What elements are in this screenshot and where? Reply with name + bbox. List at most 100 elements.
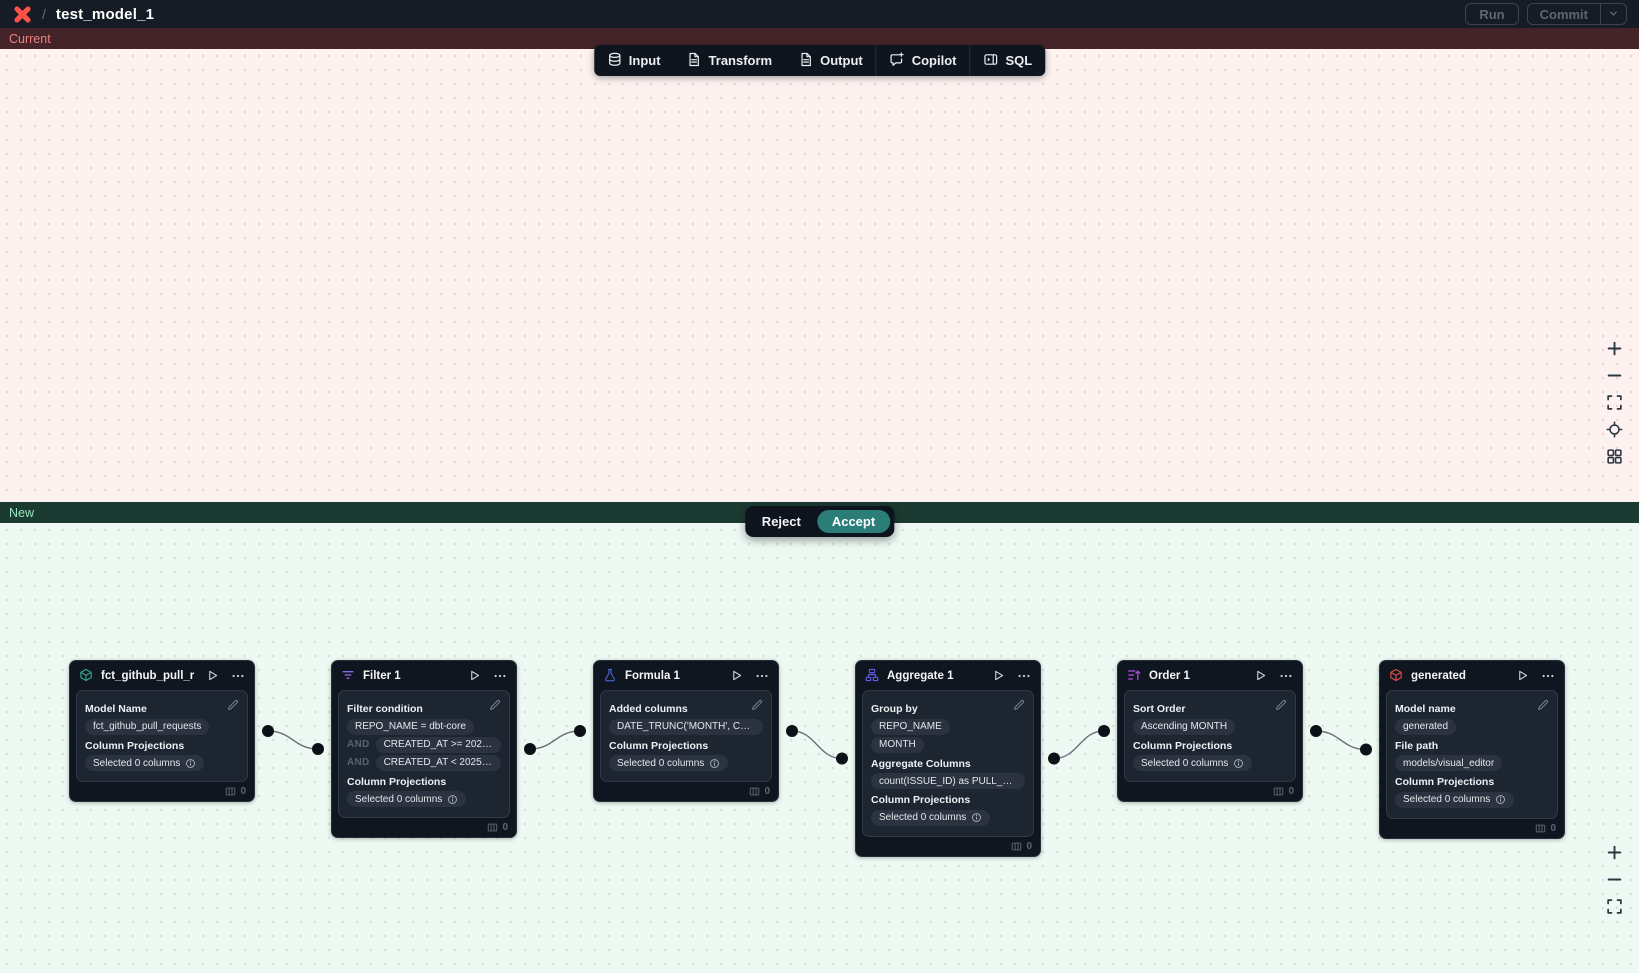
toolbar-item-output[interactable]: Output <box>785 45 876 76</box>
node-header: generated <box>1380 661 1564 690</box>
info-icon[interactable] <box>1495 794 1506 805</box>
node-run-button[interactable] <box>1254 669 1267 682</box>
value-pill[interactable]: Ascending MONTH <box>1133 718 1236 735</box>
node-run-button[interactable] <box>1516 669 1529 682</box>
value-pill[interactable]: models/visual_editor <box>1395 755 1503 772</box>
input-port[interactable] <box>574 725 586 737</box>
value-pill[interactable]: CREATED_AT >= 2024-12-01 <box>375 736 501 753</box>
accept-button[interactable]: Accept <box>816 510 891 533</box>
input-port[interactable] <box>1098 725 1110 737</box>
commit-dropdown-button[interactable] <box>1601 4 1626 24</box>
value-pill[interactable]: fct_github_pull_requests <box>85 718 210 735</box>
model-cube-icon <box>79 668 94 683</box>
node-menu-button[interactable] <box>1279 669 1293 683</box>
edit-pencil-icon[interactable] <box>751 698 763 716</box>
edit-pencil-icon[interactable] <box>489 698 501 716</box>
input-port[interactable] <box>312 743 324 755</box>
value-pill[interactable]: CREATED_AT < 2025-03-01 <box>375 754 501 771</box>
node-title: Aggregate 1 <box>887 669 954 682</box>
value-pill[interactable]: count(ISSUE_ID) as PULL_REQUEST_… <box>871 773 1025 790</box>
edit-pencil-icon[interactable] <box>1013 698 1025 716</box>
value-pill[interactable]: DATE_TRUNC('MONTH', CREATED_AT… <box>609 718 763 735</box>
value-pill[interactable]: REPO_NAME <box>871 718 950 735</box>
pill-row: generated <box>1395 718 1549 735</box>
reject-button[interactable]: Reject <box>749 510 814 533</box>
toolbar-item-transform[interactable]: Transform <box>674 45 786 76</box>
node-card-fct-github-pull-requests[interactable]: fct_github_pull_requestsModel Namefct_gi… <box>69 660 255 803</box>
node-run-button[interactable] <box>206 669 219 682</box>
zoom-in-button[interactable] <box>1605 845 1623 863</box>
commit-button[interactable]: Commit <box>1528 4 1600 24</box>
database-icon <box>607 52 622 70</box>
info-icon[interactable] <box>1233 758 1244 769</box>
output-port[interactable] <box>1048 752 1060 765</box>
value-pill[interactable]: MONTH <box>871 736 924 753</box>
edit-pencil-icon[interactable] <box>1275 698 1287 716</box>
node-run-button[interactable] <box>992 669 1005 682</box>
edit-pencil-icon[interactable] <box>227 698 239 716</box>
value-pill[interactable]: Selected 0 columns <box>1395 791 1515 808</box>
info-icon[interactable] <box>971 812 982 823</box>
node-menu-button[interactable] <box>755 669 769 683</box>
edit-pencil-icon[interactable] <box>1537 698 1549 716</box>
info-icon[interactable] <box>185 758 196 769</box>
table-columns-icon <box>1535 823 1546 834</box>
node-menu-button[interactable] <box>493 669 507 683</box>
row-count-badge: 0 <box>502 822 508 834</box>
output-port[interactable] <box>1310 725 1322 737</box>
zoom-out-button[interactable] <box>1605 368 1623 386</box>
info-icon[interactable] <box>709 758 720 769</box>
minimap-button[interactable] <box>1605 449 1623 467</box>
field-label: Column Projections <box>609 739 709 752</box>
output-port[interactable] <box>786 725 798 737</box>
value-pill[interactable]: Selected 0 columns <box>871 809 991 826</box>
value-pill[interactable]: REPO_NAME = dbt-core <box>347 718 474 735</box>
pill-row: Selected 0 columns <box>85 755 239 772</box>
current-band-label: Current <box>9 31 51 46</box>
node-title: Order 1 <box>1149 669 1190 682</box>
menu-icon <box>493 669 507 683</box>
fit-view-button[interactable] <box>1605 899 1623 917</box>
node-run-button[interactable] <box>730 669 743 682</box>
zoom-in-button[interactable] <box>1605 341 1623 359</box>
play-icon <box>730 669 743 682</box>
toolbar-item-input[interactable]: Input <box>594 45 674 76</box>
toolbar-item-sql[interactable]: SQL <box>970 45 1045 76</box>
value-pill[interactable]: Selected 0 columns <box>85 755 205 772</box>
zoom-out-icon <box>1606 871 1623 891</box>
value-pill[interactable]: Selected 0 columns <box>609 755 729 772</box>
value-pill[interactable]: generated <box>1395 718 1457 735</box>
value-pill[interactable]: Selected 0 columns <box>1133 755 1253 772</box>
info-icon[interactable] <box>447 794 458 805</box>
sort-ascending-icon <box>1127 668 1142 683</box>
locate-button[interactable] <box>1605 421 1623 440</box>
input-port[interactable] <box>836 752 848 765</box>
run-button[interactable]: Run <box>1465 3 1519 25</box>
output-port[interactable] <box>524 743 536 755</box>
pill-text: count(ISSUE_ID) as PULL_REQUEST_… <box>879 775 1017 787</box>
value-pill[interactable]: Selected 0 columns <box>347 791 467 808</box>
zoom-out-button[interactable] <box>1605 872 1623 890</box>
node-menu-button[interactable] <box>1541 669 1555 683</box>
toolbar-item-label: Output <box>820 53 863 68</box>
field-label: Added columns <box>609 703 688 715</box>
node-run-button[interactable] <box>468 669 481 682</box>
toolbar-item-copilot[interactable]: Copilot <box>877 45 970 76</box>
current-canvas[interactable]: Input Transform Output Copilot SQL <box>0 45 1639 502</box>
node-toolbar: Input Transform Output Copilot SQL <box>593 45 1046 76</box>
fit-view-button[interactable] <box>1605 395 1623 413</box>
node-menu-button[interactable] <box>231 669 245 683</box>
output-port[interactable] <box>262 725 274 737</box>
new-canvas[interactable]: fct_github_pull_requestsModel Namefct_gi… <box>0 523 1639 973</box>
node-menu-button[interactable] <box>1017 669 1031 683</box>
dbt-logo-icon[interactable] <box>12 4 32 24</box>
input-port[interactable] <box>1360 743 1372 756</box>
